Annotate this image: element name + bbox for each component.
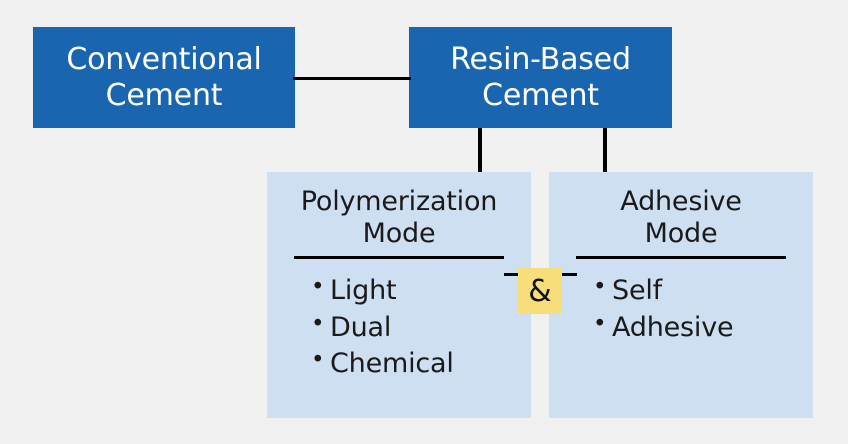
panel-adhesive-mode-title-line2: Mode: [644, 217, 718, 249]
connector-conventional-to-resin: [293, 77, 411, 80]
panel-polymerization-mode-divider: [294, 256, 504, 260]
panel-adhesive-mode-title-line1: Adhesive: [620, 186, 742, 217]
panel-adhesive-mode[interactable]: Adhesive Mode Self Adhesive: [549, 172, 813, 418]
panel-adhesive-mode-list: Self Adhesive: [565, 272, 797, 346]
ampersand-badge-label: &: [528, 273, 552, 309]
panel-polymerization-mode[interactable]: Polymerization Mode Light Dual Chemical: [267, 172, 531, 418]
list-item[interactable]: Self: [593, 272, 797, 309]
node-resin-based-cement-label: Resin-Based Cement: [450, 42, 631, 113]
panel-adhesive-mode-title: Adhesive Mode: [565, 186, 797, 249]
node-conventional-cement-label: Conventional Cement: [66, 42, 262, 113]
ampersand-badge: &: [518, 268, 562, 314]
node-resin-based-cement[interactable]: Resin-Based Cement: [409, 27, 672, 128]
panel-adhesive-mode-divider: [576, 256, 786, 260]
list-item[interactable]: Chemical: [311, 345, 515, 382]
badge-tick-left: [504, 273, 519, 276]
panel-polymerization-mode-title: Polymerization Mode: [283, 186, 515, 249]
node-resin-based-cement-line1: Resin-Based: [450, 42, 631, 78]
node-conventional-cement-line1: Conventional: [66, 42, 262, 78]
connector-resin-to-adhesive: [603, 128, 607, 173]
connector-resin-to-polymerization: [478, 128, 482, 173]
panel-polymerization-mode-title-line1: Polymerization: [300, 186, 498, 217]
list-item[interactable]: Dual: [311, 309, 515, 346]
node-conventional-cement-line2: Cement: [105, 77, 223, 113]
list-item[interactable]: Light: [311, 272, 515, 309]
badge-tick-right: [561, 273, 577, 276]
panel-polymerization-mode-title-line2: Mode: [362, 217, 436, 249]
node-resin-based-cement-line2: Cement: [482, 77, 599, 113]
panel-polymerization-mode-list: Light Dual Chemical: [283, 272, 515, 382]
node-conventional-cement[interactable]: Conventional Cement: [33, 27, 295, 128]
list-item[interactable]: Adhesive: [593, 309, 797, 346]
